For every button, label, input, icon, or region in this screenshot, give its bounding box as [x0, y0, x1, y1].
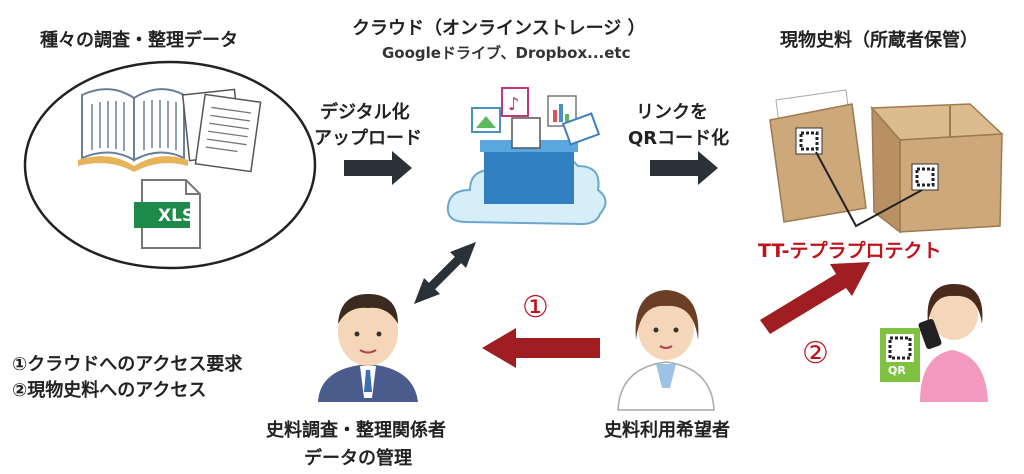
- document-icon: [181, 88, 262, 173]
- qr-label-line1: リンクを: [636, 102, 708, 123]
- requester-person-icon: [617, 290, 715, 411]
- girl-with-phone-icon: [918, 284, 988, 402]
- qr-link-arrow: [650, 151, 718, 185]
- svg-text:♪: ♪: [508, 94, 520, 115]
- manager-person-icon: [318, 294, 418, 402]
- upload-arrow: [344, 151, 412, 185]
- survey-data-title: 種々の調査・整理データ: [40, 30, 238, 51]
- open-book-icon: [78, 88, 188, 172]
- cloud-access-request-arrow: [482, 328, 600, 368]
- qr-card-label: QR: [888, 364, 906, 377]
- requester-label: 史料利用希望者: [604, 420, 730, 441]
- qr-card-icon: [880, 328, 920, 382]
- manager-label-line1: 史料調査・整理関係者: [266, 420, 446, 441]
- legend-step-two: ②現物史料へのアクセス: [12, 380, 207, 401]
- xls-file-icon: [134, 179, 201, 249]
- cloud-subtitle: Googleドライブ、Dropbox...etc: [382, 44, 631, 62]
- legend-step-one: ①クラウドへのアクセス要求: [12, 354, 243, 375]
- physical-materials-title: 現物史料（所蔵者保管）: [780, 30, 978, 51]
- cloud-title: クラウド（オンラインストレージ ）: [352, 18, 646, 39]
- upload-label-line1: デジタル化: [320, 102, 410, 123]
- step-two-marker: ②: [802, 336, 829, 371]
- envelope-icon: [769, 89, 867, 223]
- qr-connection-line: [815, 151, 923, 228]
- manager-label-line2: データの管理: [304, 448, 412, 469]
- xls-label: XLS: [158, 206, 195, 226]
- qr-label-line2: QRコード化: [628, 128, 730, 149]
- cardboard-box-icon: [870, 103, 1004, 234]
- step-one-marker: ①: [522, 290, 549, 325]
- cloud-manager-arrow: [414, 242, 476, 304]
- upload-label-line2: アップロード: [314, 128, 422, 149]
- cloud-storage-icon: ♪: [446, 87, 607, 226]
- physical-access-arrow: [760, 262, 870, 334]
- product-name: TT-テプラプロテクト: [758, 240, 942, 262]
